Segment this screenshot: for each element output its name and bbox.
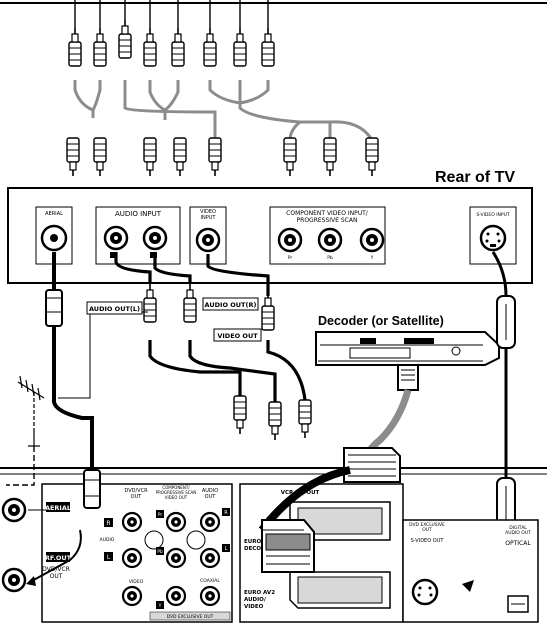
panel-audio-out-1: AUDIO xyxy=(202,488,218,494)
tv-pb-label: Pb xyxy=(327,255,333,261)
tv-rear-panel xyxy=(7,187,533,284)
rfout-arrow xyxy=(29,529,82,583)
svideo-plug-top xyxy=(496,295,516,349)
panel-svideo-out: S-VIDEO OUT xyxy=(411,538,445,544)
top-gray-cables xyxy=(73,80,374,141)
tv-component-label-2: PROGRESSIVE SCAN xyxy=(297,217,358,224)
panel-euro2-2: AUDIO/ xyxy=(244,597,267,603)
player-dvdvcr-out-1: DVD/VCR xyxy=(42,566,70,573)
panel-pb: Pb xyxy=(157,549,163,555)
panel-l2: L xyxy=(225,546,228,552)
callout-audio-out-r: AUDIO OUT(R) xyxy=(202,297,259,311)
tv-pb-jack xyxy=(317,227,343,253)
panel-euro1-2: DECODER xyxy=(244,546,274,552)
decoder-label: Decoder (or Satellite) xyxy=(318,314,444,328)
panel-pr: Pr xyxy=(158,512,163,518)
player-aerial-label: AERIAL xyxy=(45,504,71,512)
panel-component-jacks xyxy=(165,511,206,607)
player-rfout-label: RF.OUT xyxy=(45,554,72,562)
panel-component-1: COMPONENT/ xyxy=(162,485,190,490)
panel-dvdvcr-2: OUT xyxy=(131,494,143,500)
scart-plug-upper xyxy=(343,447,401,483)
antenna-lead xyxy=(6,446,35,486)
tv-aerial-label: AERIAL xyxy=(45,211,63,217)
optical-port xyxy=(507,595,529,613)
coax-plug-top xyxy=(45,289,63,327)
player-aerial-jack xyxy=(1,497,27,523)
panel-coaxial: COAXIAL xyxy=(200,578,220,584)
panel-r2: R xyxy=(224,510,228,516)
panel-audio-out-2: OUT xyxy=(205,494,217,500)
tv-svideo-jack xyxy=(479,224,507,252)
svg-text:VIDEO OUT: VIDEO OUT xyxy=(217,332,258,340)
coax-cable-black xyxy=(52,326,94,470)
tv-svideo-label: S-VIDEO INPUT xyxy=(476,212,510,218)
tv-heading: Rear of TV xyxy=(435,169,515,186)
svideo-cable-top xyxy=(491,251,508,297)
player-dvdvcr-out-2: OUT xyxy=(50,573,63,580)
svg-text:AUDIO OUT(R): AUDIO OUT(R) xyxy=(205,301,257,309)
panel-component-3: VIDEO OUT xyxy=(165,495,188,500)
panel-y: Y xyxy=(158,603,162,609)
panel-dvdvcr-1: DVD/VCR xyxy=(124,488,148,494)
tv-pr-label: Pr xyxy=(288,255,293,261)
tv-audio-right-jack xyxy=(142,225,168,251)
tv-plug-row xyxy=(66,137,379,177)
callout-audio-out-l: AUDIO OUT(L) xyxy=(86,301,143,315)
tv-audio-input-label: AUDIO INPUT xyxy=(115,210,162,218)
tv-video-jack xyxy=(195,227,221,253)
tv-pr-jack xyxy=(277,227,303,253)
panel-optical: OPTICAL xyxy=(505,540,531,547)
panel-l1: L xyxy=(107,554,111,561)
panel-jacks-left xyxy=(121,511,164,607)
coax-plug-bottom xyxy=(83,469,101,509)
top-black-cables xyxy=(0,0,547,28)
antenna-icon xyxy=(17,375,45,447)
tv-y-jack xyxy=(359,227,385,253)
scart-socket-2 xyxy=(289,571,391,609)
panel-video-label: VIDEO xyxy=(129,579,144,585)
tv-component-label-1: COMPONENT VIDEO INPUT/ xyxy=(286,210,369,217)
panel-component-2: PROGRESSIVE SCAN xyxy=(156,490,197,495)
panel-audio-side: AUDIO xyxy=(100,537,115,543)
tv-video-label-2: INPUT xyxy=(201,215,217,221)
player-svideo-jack xyxy=(411,578,439,606)
panel-euro2-1: EURO AV2 xyxy=(244,590,275,596)
tv-video-label-1: VIDEO xyxy=(200,209,216,215)
panel-euro2-3: VIDEO xyxy=(244,604,264,610)
panel-euro1-1: EURO AV1 xyxy=(244,539,275,545)
scart-plug-lower xyxy=(261,519,315,573)
tv-y-label: Y xyxy=(370,255,374,261)
panel-dvd-excl-2: OUT xyxy=(422,527,432,533)
panel-dvd-exclusive: DVD EXCLUSIVE OUT xyxy=(167,614,214,620)
player-rfout-jack xyxy=(1,567,27,593)
player-aerial-label-bg xyxy=(46,502,70,512)
tv-audio-left-jack xyxy=(103,225,129,251)
callout-video-out: VIDEO OUT xyxy=(213,328,262,342)
panel-digital-2: AUDIO OUT xyxy=(505,530,531,536)
audio-video-cables xyxy=(114,252,307,402)
decoder-box xyxy=(315,331,500,366)
scart-socket-1 xyxy=(289,501,391,541)
decoder-scart-plug xyxy=(397,364,419,391)
panel-audio-jacks xyxy=(199,511,221,607)
panel-digital-1: DIGITAL xyxy=(509,525,527,531)
panel-r1: R xyxy=(106,520,110,527)
panel-dvd-excl-1: DVD EXCLUSIVE xyxy=(409,522,445,528)
svg-text:AUDIO OUT(L): AUDIO OUT(L) xyxy=(89,305,140,313)
